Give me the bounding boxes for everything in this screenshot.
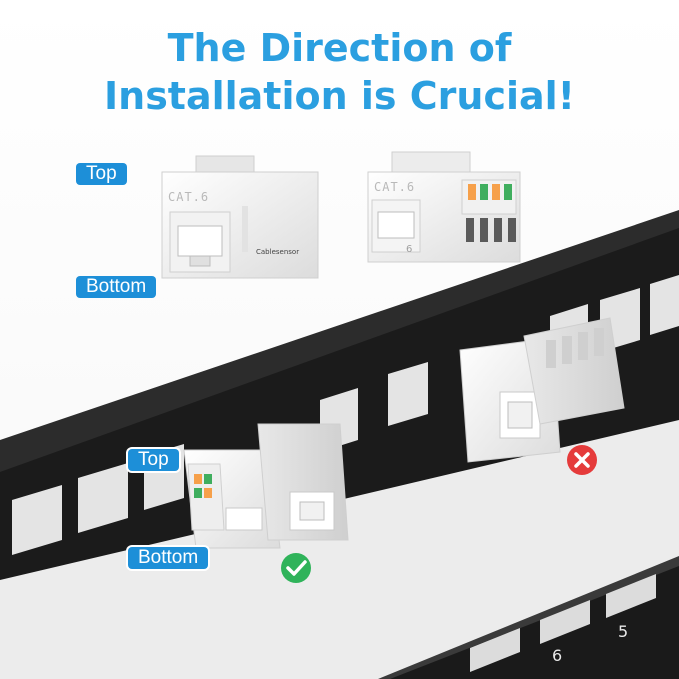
keystone-installed-wrong [459,317,625,463]
label-top-lower: Top [128,449,179,471]
keystone-side-right [367,151,521,263]
brand-mark: Cablesensor [256,248,300,256]
lower-panel-edge [378,556,679,679]
keystone-installed-correct [183,423,349,549]
keystone-front-left [161,155,319,279]
lower-panel-ports [470,574,656,672]
headline-line-1: The Direction of [167,26,512,70]
patch-panel-top-edge [0,210,679,472]
side-number: 6 [406,244,413,255]
port-number-5: 5 [618,622,629,641]
cross-icon [567,445,597,475]
cat-label-right: CAT.6 [374,180,416,194]
port-number-6: 6 [552,646,563,665]
label-bottom-upper: Bottom [76,276,157,298]
label-top-upper: Top [76,163,127,185]
headline: The Direction of Installation is Crucial… [0,24,679,120]
label-bottom-lower: Bottom [128,547,209,569]
check-icon [281,553,311,583]
headline-line-2: Installation is Crucial! [104,74,575,118]
cat-label-left: CAT.6 [168,190,210,204]
